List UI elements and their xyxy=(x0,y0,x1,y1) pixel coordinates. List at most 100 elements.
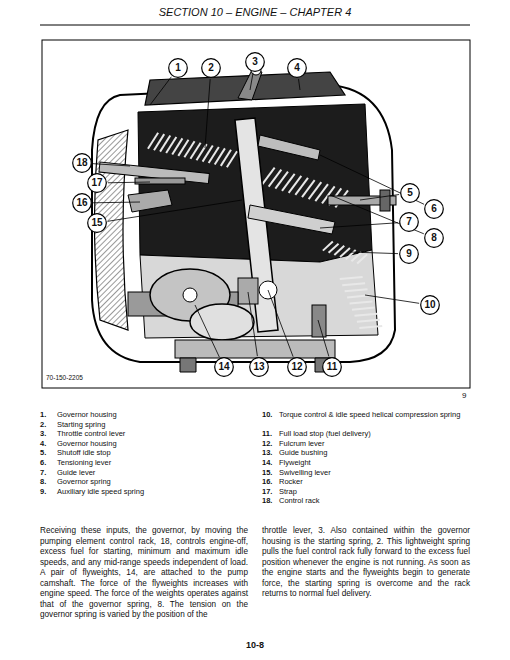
leader-line xyxy=(248,292,257,356)
callout-number: 18 xyxy=(72,153,92,173)
leader-line xyxy=(350,252,398,254)
callout-number: 6 xyxy=(424,199,444,219)
callout-number: 16 xyxy=(72,193,92,213)
legend-number: 4. xyxy=(40,439,46,449)
legend-number: 2. xyxy=(40,420,46,430)
part-name: Strap xyxy=(279,487,469,497)
callout-circle: 11 xyxy=(322,357,342,377)
part-name: Rocker xyxy=(279,477,469,487)
part-name: Control rack xyxy=(279,496,469,506)
legend-number: 1. xyxy=(40,410,46,420)
part-name: Governor spring xyxy=(57,477,247,487)
callout-number: 5 xyxy=(400,183,420,203)
legend-number: 3. xyxy=(40,429,46,439)
part-name: Throttle control lever xyxy=(57,429,247,439)
tensioning-lever xyxy=(258,135,320,160)
callout-circle: 12 xyxy=(287,357,307,377)
part-name: Guide lever xyxy=(57,468,247,478)
body-text: throttle lever, 3. Also contained within… xyxy=(262,526,470,600)
callout-circle: 18 xyxy=(72,153,92,173)
leader-line xyxy=(195,305,219,357)
page-number: 10-8 xyxy=(0,640,510,650)
callout-number: 8 xyxy=(424,228,444,248)
callout-circle: 10 xyxy=(420,295,440,315)
leader-line xyxy=(93,202,140,204)
callout-circle: 3 xyxy=(245,52,265,72)
callout-circle: 16 xyxy=(72,193,92,213)
leader-line xyxy=(250,73,253,90)
governor-housing xyxy=(92,85,395,362)
part-name: Swivelling lever xyxy=(279,468,469,478)
rocker xyxy=(128,190,172,212)
legend-number: 10. xyxy=(262,410,272,420)
figure-index: 9 xyxy=(462,391,466,400)
legend-number: 13. xyxy=(262,448,272,458)
callout-circle: 2 xyxy=(201,58,221,78)
callout-number: 13 xyxy=(249,357,269,377)
legend-number: 15. xyxy=(262,468,272,478)
callout-number: 10 xyxy=(420,295,440,315)
callout-number: 14 xyxy=(214,357,234,377)
guide-bushing xyxy=(238,278,258,304)
legend-number: 11. xyxy=(262,429,272,439)
legend-number: 8. xyxy=(40,477,46,487)
callout-number: 17 xyxy=(87,173,107,193)
housing-base xyxy=(175,340,335,358)
legend-number: 12. xyxy=(262,439,272,449)
part-name: Auxiliary idle speed spring xyxy=(57,487,247,497)
flyweight-pin xyxy=(183,288,197,302)
callout-circle: 5 xyxy=(400,183,420,203)
legend-number: 17. xyxy=(262,487,272,497)
callout-circle: 13 xyxy=(249,357,269,377)
guide-lever xyxy=(248,205,335,234)
legend-number: 9. xyxy=(40,487,46,497)
callout-circle: 9 xyxy=(399,244,419,264)
leader-line xyxy=(205,79,210,148)
callout-number: 3 xyxy=(245,52,265,72)
callout-number: 7 xyxy=(399,212,419,232)
part-name: Full load stop (fuel delivery) xyxy=(279,429,469,439)
full-load-stop xyxy=(312,305,326,337)
torque-control-spring xyxy=(340,277,382,328)
header-rule xyxy=(40,25,470,26)
leader-line xyxy=(150,77,171,105)
callout-number: 4 xyxy=(287,58,307,78)
legend-number: 18. xyxy=(262,496,272,506)
flyweight xyxy=(190,304,254,340)
legend-number: 5. xyxy=(40,448,46,458)
body-text: Receiving these inputs, the governor, by… xyxy=(40,526,248,621)
legend-number: 7. xyxy=(40,468,46,478)
leader-line xyxy=(318,320,329,356)
callout-circle: 1 xyxy=(168,58,188,78)
legend-number: 6. xyxy=(40,458,46,468)
callout-circle: 4 xyxy=(287,58,307,78)
legend-number: 16. xyxy=(262,477,272,487)
part-name: Torque control & idle speed helical comp… xyxy=(279,410,469,420)
page-header: SECTION 10 – ENGINE – CHAPTER 4 xyxy=(0,6,510,18)
callout-number: 2 xyxy=(201,58,221,78)
callout-circle: 14 xyxy=(214,357,234,377)
stop-nut xyxy=(380,190,390,211)
strap xyxy=(135,178,185,184)
callout-number: 15 xyxy=(87,213,107,233)
part-name: Fulcrum lever xyxy=(279,439,469,449)
part-name: Flyweight xyxy=(279,458,469,468)
starting-spring xyxy=(148,133,237,168)
callout-number: 1 xyxy=(168,58,188,78)
leader-line xyxy=(365,295,419,303)
leader-line xyxy=(360,195,399,200)
callout-circle: 7 xyxy=(399,212,419,232)
callout-circle: 17 xyxy=(87,173,107,193)
leader-line xyxy=(268,290,293,357)
figure-frame xyxy=(42,40,470,388)
part-name: Guide bushing xyxy=(279,448,469,458)
figure-number: 70-150-2205 xyxy=(46,374,83,381)
part-name: Governor housing xyxy=(57,439,247,449)
leader-line xyxy=(320,223,398,228)
callout-number: 11 xyxy=(322,357,342,377)
callout-circle: 6 xyxy=(424,199,444,219)
part-name: Tensioning lever xyxy=(57,458,247,468)
legend-number: 14. xyxy=(262,458,272,468)
leader-line xyxy=(93,164,130,166)
leader-line xyxy=(298,79,300,90)
